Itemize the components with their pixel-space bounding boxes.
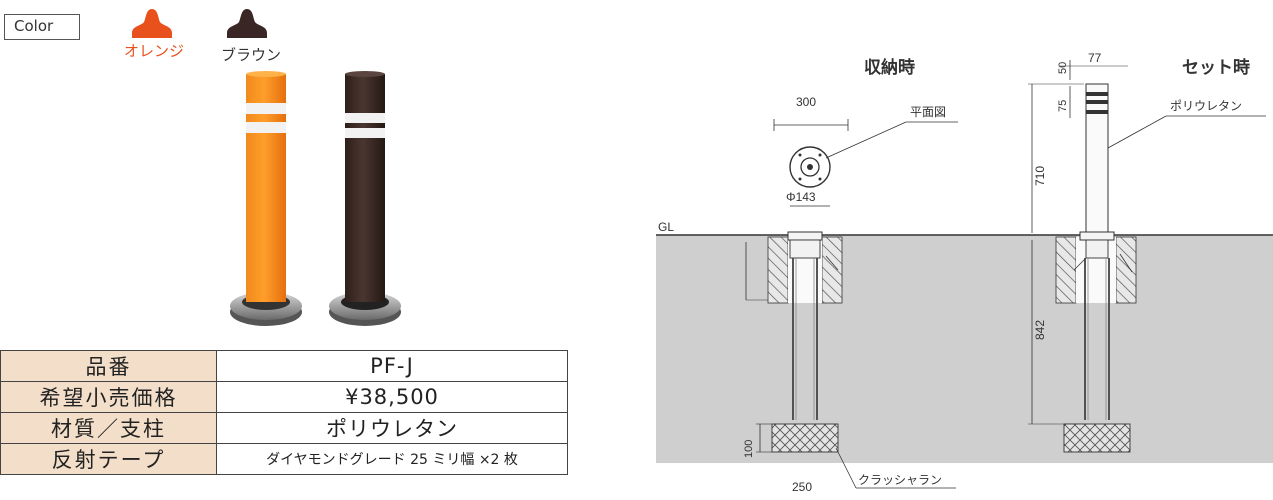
brown-swatch-label: ブラウン bbox=[221, 46, 282, 64]
dim-75: 75 bbox=[1057, 100, 1069, 112]
brown-bollard bbox=[329, 71, 401, 326]
table-row: 希望小売価格 ¥38,500 bbox=[0, 381, 568, 413]
material-label: ポリウレタン bbox=[1170, 99, 1242, 113]
dim-143: Φ143 bbox=[786, 190, 816, 204]
ground-area bbox=[656, 235, 1273, 463]
color-label: Color bbox=[4, 14, 80, 40]
orange-swatch-label: オレンジ bbox=[124, 42, 185, 60]
dim-300: 300 bbox=[796, 95, 816, 109]
dim-100: 100 bbox=[743, 440, 755, 458]
product-photo bbox=[230, 71, 401, 326]
dim-77: 77 bbox=[1088, 51, 1102, 65]
dim-710: 710 bbox=[1033, 166, 1047, 186]
table-row: 反射テープ ダイヤモンドグレード 25 ミリ幅 ×2 枚 bbox=[0, 443, 568, 475]
set-title: セット時 bbox=[1182, 57, 1250, 77]
dim-250: 250 bbox=[792, 480, 812, 494]
gravel-label: クラッシャラン bbox=[858, 473, 942, 487]
orange-bollard bbox=[230, 71, 302, 326]
stored-assembly: 300 平面図 Φ143 100 250 bbox=[743, 95, 958, 494]
plan-view-label: 平面図 bbox=[910, 105, 946, 119]
row-value: ¥38,500 bbox=[216, 381, 568, 413]
row-header: 希望小売価格 bbox=[0, 381, 217, 413]
row-value: ポリウレタン bbox=[216, 412, 568, 444]
table-row: 品番 PF-J bbox=[0, 350, 568, 382]
installation-diagram: GL 収納時 セット時 300 平面図 Φ143 bbox=[656, 51, 1273, 494]
gl-label: GL bbox=[658, 220, 674, 234]
row-value: PF-J bbox=[216, 350, 568, 382]
stored-title: 収納時 bbox=[864, 57, 915, 77]
row-value: ダイヤモンドグレード 25 ミリ幅 ×2 枚 bbox=[216, 443, 568, 475]
table-row: 材質／支柱 ポリウレタン bbox=[0, 412, 568, 444]
row-header: 反射テープ bbox=[0, 443, 217, 475]
row-header: 品番 bbox=[0, 350, 217, 382]
set-assembly: 50 77 75 710 ポリウレタン 842 bbox=[1028, 51, 1266, 453]
spec-table: 品番 PF-J 希望小売価格 ¥38,500 材質／支柱 ポリウレタン 反射テー… bbox=[0, 350, 568, 475]
dim-842: 842 bbox=[1033, 320, 1047, 340]
row-header: 材質／支柱 bbox=[0, 412, 217, 444]
dim-50: 50 bbox=[1057, 62, 1069, 74]
brown-swatch-icon bbox=[227, 9, 267, 38]
orange-swatch-icon bbox=[132, 9, 172, 38]
